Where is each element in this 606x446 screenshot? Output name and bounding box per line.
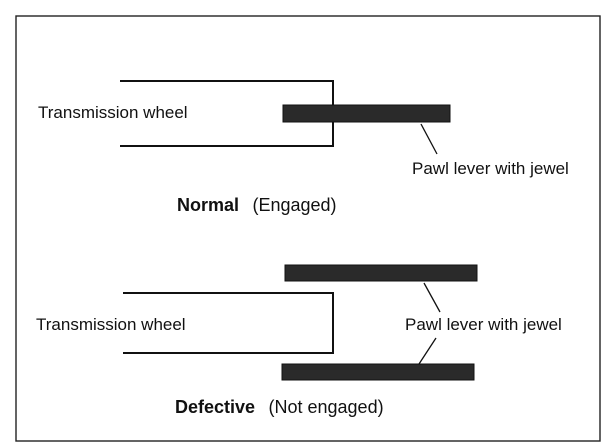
defective-transmission-wheel (123, 292, 334, 354)
normal-panel: Transmission wheel Pawl lever with jewel… (38, 80, 569, 215)
defective-caption-note: (Not engaged) (269, 397, 384, 417)
defective-pawl-leader-lower (418, 337, 437, 365)
defective-caption-strong: Defective (175, 397, 255, 417)
defective-wheel-label: Transmission wheel (36, 315, 186, 334)
defective-pawl-lever-upper (284, 264, 478, 282)
normal-caption-strong: Normal (177, 195, 239, 215)
normal-pawl-label: Pawl lever with jewel (412, 159, 569, 178)
normal-wheel-label: Transmission wheel (38, 103, 188, 122)
normal-pawl-lever (282, 104, 451, 123)
normal-caption-note: (Engaged) (252, 195, 336, 215)
defective-pawl-leader-upper (423, 282, 441, 313)
figure-frame (15, 15, 601, 442)
normal-pawl-leader (420, 123, 438, 155)
defective-panel: Transmission wheel Pawl lever with jewel… (36, 264, 562, 417)
defective-pawl-lever-lower (281, 363, 475, 381)
defective-caption: Defective (Not engaged) (175, 397, 384, 417)
normal-caption: Normal (Engaged) (177, 195, 337, 215)
defective-pawl-label: Pawl lever with jewel (405, 315, 562, 334)
